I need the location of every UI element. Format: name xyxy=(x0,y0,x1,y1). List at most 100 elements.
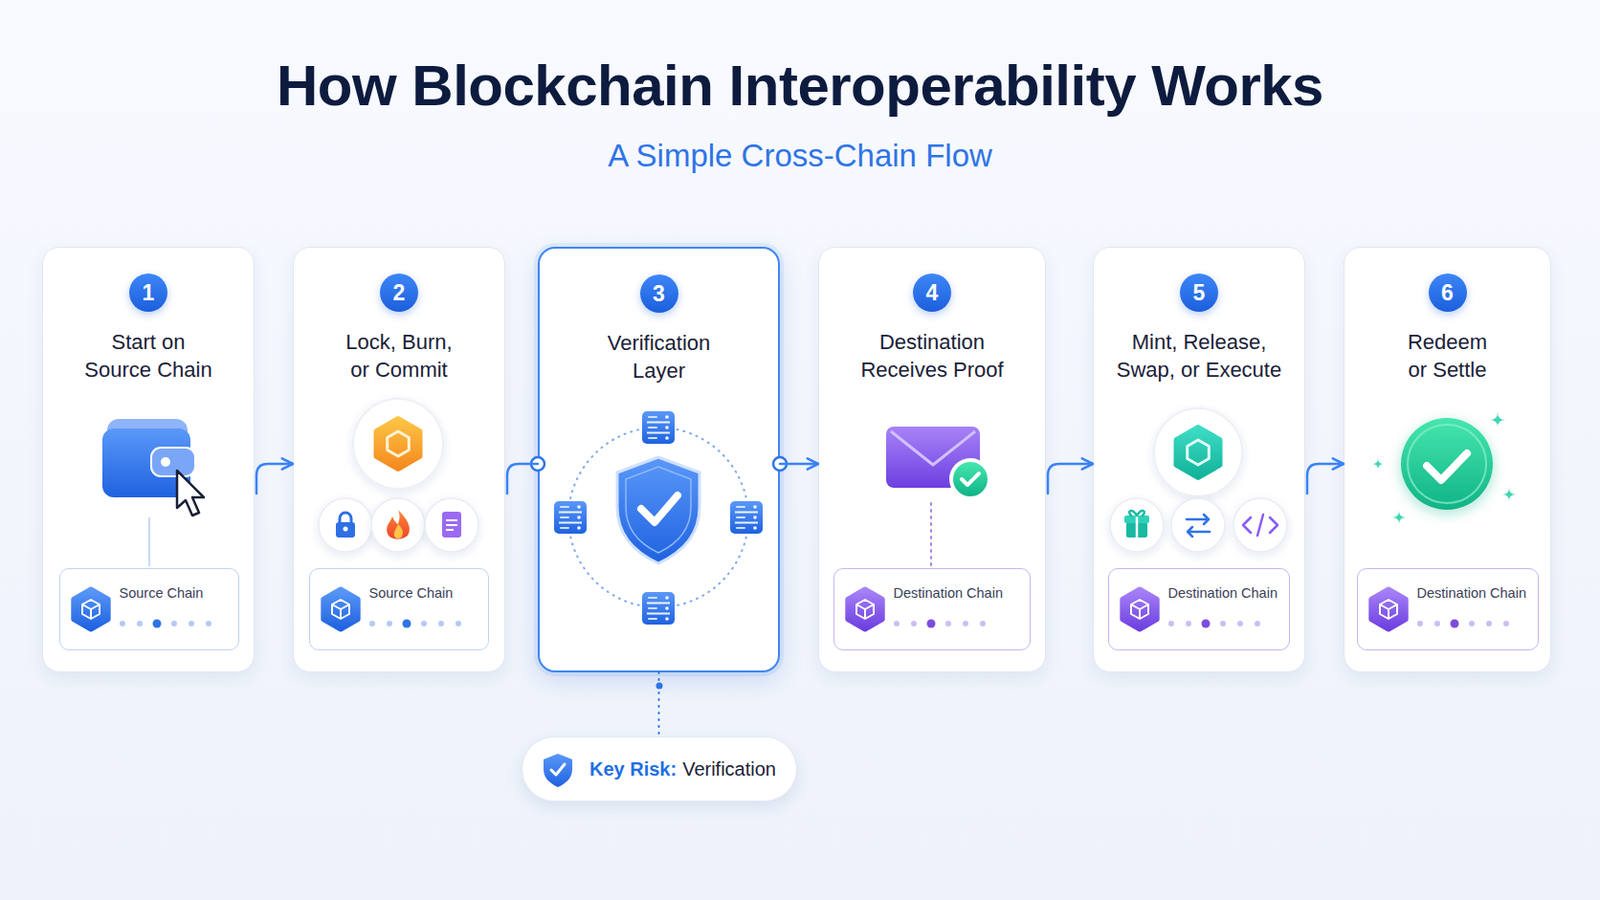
lock-burn-icons xyxy=(442,511,462,538)
chain-box: Destination Chain xyxy=(1108,568,1290,651)
mint-release-icons xyxy=(1129,511,1145,516)
step-number: 3 xyxy=(640,274,679,313)
envelope-icon xyxy=(961,473,979,486)
chain-name: Destination Chain xyxy=(1417,583,1527,603)
verification-icon xyxy=(641,495,678,523)
diagram-title: How Blockchain Interoperability Works xyxy=(0,49,1600,123)
lock-burn-icons xyxy=(353,399,444,489)
lock-burn-icons xyxy=(445,520,458,531)
progress-dots xyxy=(1168,621,1175,627)
step-number: 5 xyxy=(1179,273,1219,312)
verification-icon xyxy=(554,411,763,625)
connector-dot xyxy=(656,683,664,690)
step-number: 2 xyxy=(379,273,419,312)
chain-box: Source Chain xyxy=(309,568,489,651)
step-title: Start on Source Chain xyxy=(81,328,216,384)
mint-release-icons xyxy=(1243,514,1278,536)
mint-release-icons xyxy=(1135,515,1139,538)
progress-dots xyxy=(136,621,143,627)
mint-release-icons xyxy=(1110,408,1288,553)
risk-shield-icon xyxy=(543,754,573,788)
flow-arrow xyxy=(507,464,538,494)
flow-arrow xyxy=(779,463,819,467)
chain-name: Source Chain xyxy=(369,583,454,603)
verification-icon xyxy=(642,411,675,445)
step-title: Redeem or Settle xyxy=(1401,328,1493,384)
mint-release-icons xyxy=(1126,522,1148,538)
lock-burn-icons xyxy=(377,419,421,469)
step-card: 6Redeem or SettleDestination Chain xyxy=(1343,246,1552,673)
subtitle-label: A Simple Cross-Chain Flow xyxy=(0,136,1600,176)
step-title: Verification Layer xyxy=(592,329,727,385)
progress-dots xyxy=(1486,621,1492,627)
progress-dots xyxy=(188,621,195,627)
settle-icon xyxy=(1392,511,1406,525)
progress-dots xyxy=(1201,620,1211,629)
mint-release-icons xyxy=(1187,440,1210,466)
settle-icon xyxy=(1372,458,1384,470)
step-card: 4Destination Receives ProofDestination C… xyxy=(818,246,1046,673)
step-number: 4 xyxy=(912,273,952,312)
mint-release-icons xyxy=(1171,498,1225,553)
progress-dots xyxy=(1450,620,1460,629)
progress-dots xyxy=(119,620,1510,629)
risk-value: Verification xyxy=(682,757,777,781)
progress-dots xyxy=(369,621,376,627)
verification-icon xyxy=(568,427,749,608)
progress-dots xyxy=(455,621,462,627)
wallet-icon xyxy=(177,470,204,516)
leader-line xyxy=(930,503,933,567)
settle-icon xyxy=(1502,488,1516,502)
risk-shield-icon xyxy=(551,764,565,776)
mint-release-icons xyxy=(1110,498,1164,553)
progress-dots xyxy=(1185,621,1192,627)
progress-dots xyxy=(1434,621,1441,627)
step-card: 2Lock, Burn, or CommitSource Chain xyxy=(292,246,506,673)
envelope-icon xyxy=(953,462,988,497)
chain-icons xyxy=(73,589,1406,630)
chain-icons xyxy=(323,589,358,630)
progress-dots xyxy=(153,620,162,629)
risk-shield-icon xyxy=(543,754,573,788)
risk-key: Key Risk: xyxy=(589,757,677,781)
verification-icon xyxy=(554,501,587,534)
chain-icons xyxy=(1371,589,1406,630)
step-card: 3Verification Layer xyxy=(537,246,780,673)
wallet-icon xyxy=(160,457,171,467)
wallet-icon xyxy=(102,419,204,516)
progress-dots xyxy=(438,621,445,627)
flow-arrow xyxy=(256,464,293,494)
settle-icon xyxy=(1372,412,1516,525)
lock-burn-icons xyxy=(339,512,352,524)
mint-release-icons xyxy=(1186,514,1210,537)
step-card: 1Start on Source ChainSource Chain xyxy=(42,246,255,673)
progress-dots xyxy=(927,620,936,629)
envelope-icon xyxy=(886,426,992,501)
progress-dots xyxy=(205,621,212,627)
progress-dots xyxy=(962,621,969,627)
progress-dots xyxy=(1468,621,1475,627)
lock-burn-icons xyxy=(386,510,410,540)
mint-release-icons xyxy=(1233,498,1288,553)
mint-release-icons xyxy=(1177,427,1221,478)
lock-burn-icons xyxy=(387,431,410,457)
lock-burn-icons xyxy=(335,522,356,538)
step-title: Mint, Release, Swap, or Execute xyxy=(1112,328,1286,384)
lock-burn-icons xyxy=(424,498,479,553)
verification-icon xyxy=(625,466,691,554)
lock-burn-icons xyxy=(318,498,373,553)
chain-icons xyxy=(73,589,109,630)
step-card: 5Mint, Release, Swap, or ExecuteDestinat… xyxy=(1092,246,1306,673)
mint-release-icons xyxy=(1124,515,1150,524)
progress-dots xyxy=(1254,621,1261,627)
progress-dots xyxy=(421,621,427,627)
step-number: 1 xyxy=(129,273,168,312)
settle-icon xyxy=(1400,418,1493,511)
progress-dots xyxy=(1220,621,1226,627)
progress-dots xyxy=(1503,621,1510,627)
wallet-icon xyxy=(102,428,191,498)
leader-line xyxy=(148,517,151,567)
progress-dots xyxy=(1417,621,1423,627)
verification-icon xyxy=(730,501,763,534)
